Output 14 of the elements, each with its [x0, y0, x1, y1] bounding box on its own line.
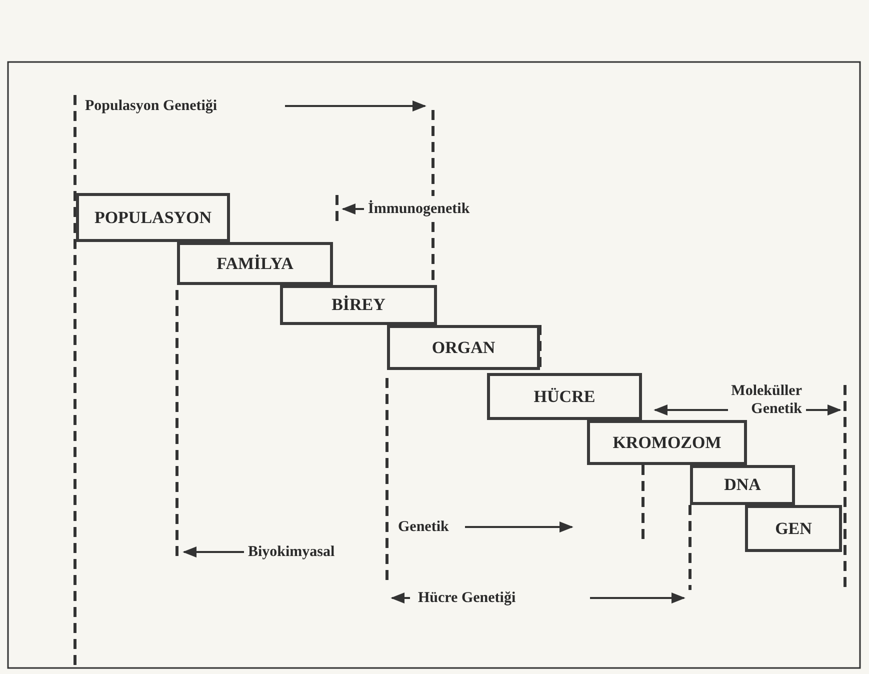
level-box: GEN: [745, 505, 842, 552]
level-box: POPULASYON: [76, 193, 230, 242]
range-label: Hücre Genetiği: [418, 589, 516, 607]
range-label: Biyokimyasal: [248, 543, 335, 561]
level-box: BİREY: [280, 285, 437, 325]
range-label: Moleküller Genetik: [730, 382, 802, 418]
level-box: HÜCRE: [487, 373, 642, 420]
level-box: ORGAN: [387, 325, 540, 370]
range-label: Genetik: [398, 518, 449, 536]
range-label: İmmunogenetik: [368, 200, 470, 218]
range-label: Populasyon Genetiği: [85, 97, 218, 115]
level-box: KROMOZOM: [587, 420, 747, 465]
level-box: DNA: [690, 465, 795, 505]
level-box: FAMİLYA: [177, 242, 333, 285]
